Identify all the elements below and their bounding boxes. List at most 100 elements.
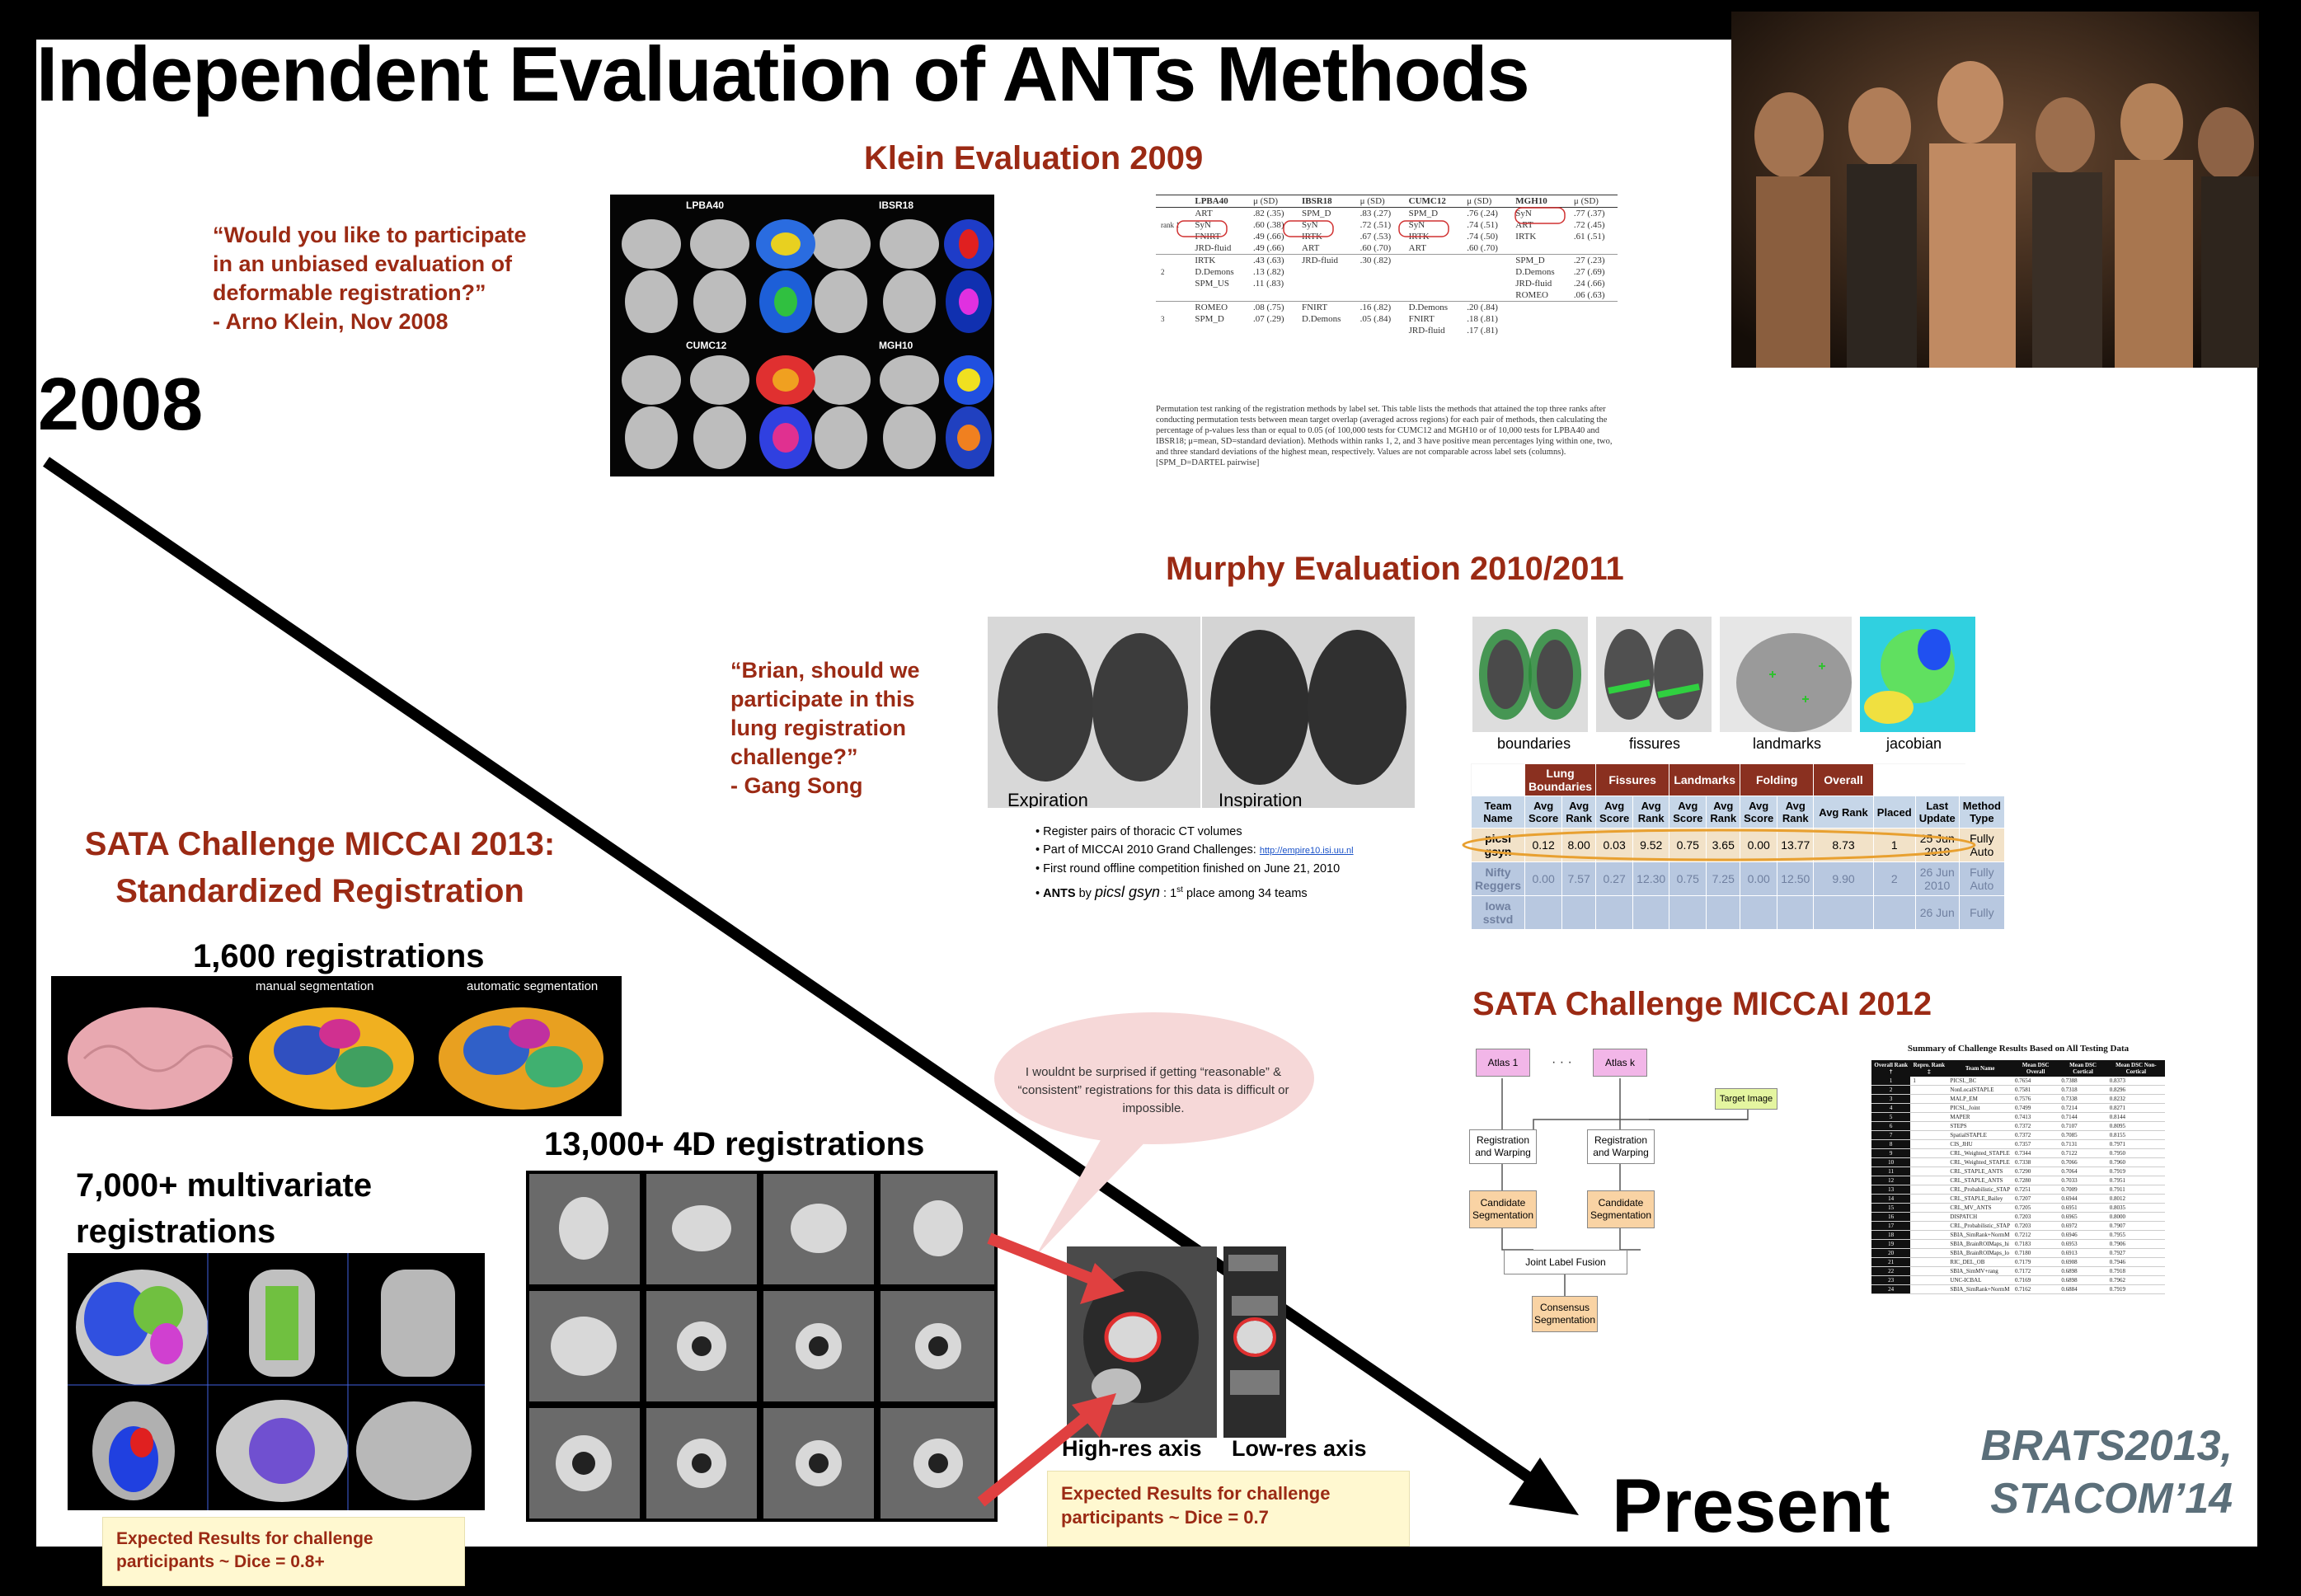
challenge-table-cell: 9 — [1871, 1148, 1911, 1158]
challenge-table-cell: PICSL_BC — [1947, 1077, 2012, 1086]
challenge-table-cell: 0.7290 — [2012, 1166, 2059, 1176]
jlf-flow-diagram: Atlas 1 · · · Atlas k Target Image Regis… — [1459, 1039, 1777, 1342]
challenge-table-cell: 0.7172 — [2012, 1266, 2059, 1276]
empire10-link[interactable]: http://empire10.isi.uu.nl — [1259, 846, 1354, 856]
klein-ranking-table: LPBA40 μ (SD) IBSR18 μ (SD) CUMC12 μ (SD… — [1156, 195, 1618, 336]
challenge-table-cell: CRL_Weighted_STAPLE — [1947, 1157, 2012, 1167]
lung-ct-images: Expiration Inspiration — [988, 617, 1415, 808]
target-image-box: Target Image — [1715, 1088, 1777, 1110]
challenge-table-cell: 0.7107 — [2059, 1121, 2107, 1131]
challenge-table-cell: 0.7214 — [2059, 1103, 2107, 1113]
klein-table-cell: .61 (.51) — [1573, 232, 1605, 242]
challenge-table-cell: 0.7085 — [2059, 1130, 2107, 1140]
klein-table-cell: ART — [1195, 209, 1213, 218]
challenge-table-cell: 0.6953 — [2059, 1239, 2107, 1249]
challenge-table-cell — [1910, 1203, 1948, 1213]
atlas-1-box: Atlas 1 — [1476, 1049, 1530, 1077]
challenge-table-cell: DISPATCH — [1947, 1212, 2012, 1222]
lung-maps-art — [1472, 617, 1975, 732]
klein-table-cell: FNIRT — [1302, 303, 1328, 312]
klein-col-lpba40-mu: μ (SD) — [1253, 196, 1279, 206]
murphy-table-cell — [1561, 895, 1597, 930]
klein-table-row: ROMEO.06 (.63) — [1156, 289, 1618, 302]
challenge-table-cell: MAPER — [1947, 1112, 2012, 1122]
group-photo — [1731, 12, 2259, 368]
klein-table-cell: .43 (.63) — [1253, 256, 1284, 265]
sata2012-heading: SATA Challenge MICCAI 2012 — [1472, 986, 1932, 1022]
challenge-table-cell — [1910, 1221, 1948, 1231]
klein-table-cell: .60 (.70) — [1359, 243, 1392, 253]
brain-label-cumc12: CUMC12 — [686, 340, 727, 351]
challenge-table-cell: 0.7344 — [2012, 1148, 2059, 1158]
murphy-table-cell: Fully — [1958, 895, 2005, 930]
challenge-table-cell: 0.7581 — [2012, 1085, 2059, 1095]
murphy-table-cell: 0.27 — [1595, 861, 1634, 896]
klein-table-cell: JRD-fluid — [1302, 256, 1338, 265]
murphy-table-cell: 26 Jun — [1914, 895, 1960, 930]
challenge-table-cell: 0.7179 — [2012, 1257, 2059, 1267]
klein-col-cumc12: CUMC12 — [1408, 196, 1446, 206]
murphy-table-cell: 0.03 — [1595, 828, 1634, 862]
murphy-table-cell — [1632, 895, 1670, 930]
murphy-bullet-2: • Part of MICCAI 2010 Grand Challenges: … — [1035, 843, 1354, 857]
murphy-table-cell: 0.00 — [1740, 828, 1778, 862]
klein-table-cell: ART — [1408, 243, 1426, 253]
klein-rank-cell: 2 — [1161, 268, 1165, 276]
syn-highlight-circles — [1176, 207, 1566, 237]
challenge-table-cell: 0.7169 — [2012, 1275, 2059, 1285]
murphy-col-header: Placed — [1872, 796, 1916, 829]
brain-label-lpba40: LPBA40 — [686, 200, 725, 211]
challenge-table-cell: 1 — [1910, 1077, 1948, 1086]
syn-circle-cumc12 — [1398, 220, 1449, 237]
murphy-table-cell — [1595, 895, 1634, 930]
challenge-table-cell — [1910, 1176, 1948, 1185]
challenge-table-cell: STEPS — [1947, 1121, 2012, 1131]
klein-table-caption: Permutation test ranking of the registra… — [1156, 405, 1613, 467]
challenge-table-cell: 0.7122 — [2059, 1148, 2107, 1158]
klein-table-cell: .17 (.81) — [1467, 326, 1498, 336]
challenge-table-cell: 0.7372 — [2012, 1130, 2059, 1140]
low-res-axis-art — [1223, 1246, 1286, 1438]
murphy-table-wrap: Lung Boundaries Fissures Landmarks Foldi… — [1462, 763, 2005, 930]
klein-table-cell: .83 (.27) — [1359, 209, 1392, 218]
challenge-table-cell: 0.7009 — [2059, 1185, 2107, 1195]
challenge-table-cell: 15 — [1871, 1203, 1911, 1213]
murphy-bullet-4: • ANTS by picsl gsyn : 1st place among 3… — [1035, 883, 1308, 900]
challenge-table-cell: 0.7911 — [2106, 1185, 2165, 1195]
challenge-results-title: Summary of Challenge Results Based on Al… — [1907, 1044, 2130, 1054]
challenge-table-cell — [1910, 1230, 1948, 1240]
murphy-table-cell: 0.00 — [1524, 861, 1563, 896]
klein-table-cell: .74 (.51) — [1467, 220, 1498, 230]
challenge-table-cell — [1910, 1130, 1948, 1140]
syn-circle-mgh10 — [1514, 207, 1566, 224]
klein-col-cumc12-mu: μ (SD) — [1467, 196, 1492, 206]
murphy-col-header: Avg Rank — [1561, 796, 1597, 829]
inspiration-label: Inspiration — [1219, 790, 1303, 808]
murphy-table-cell: Fully Auto — [1958, 828, 2005, 862]
challenge-table-cell: PICSL_Joint — [1947, 1103, 2012, 1113]
challenge-table-cell: 8 — [1871, 1139, 1911, 1149]
challenge-table-cell: 0.7338 — [2012, 1157, 2059, 1167]
challenge-table-cell: 0.7318 — [2059, 1085, 2107, 1095]
challenge-table-cell: SBIA_BrainROIMaps_lo — [1947, 1248, 2012, 1258]
challenge-table-cell: 11 — [1871, 1166, 1911, 1176]
map-label-landmarks: landmarks — [1753, 735, 1822, 752]
murphy-table-cell — [1706, 895, 1741, 930]
challenge-table-cell: SBIA_SimRank+NormM — [1947, 1284, 2012, 1294]
challenge-table-cell: 0.7280 — [2012, 1176, 2059, 1185]
cardiac-mri-grid — [526, 1171, 998, 1522]
klein-col-ibsr18: IBSR18 — [1302, 196, 1332, 206]
murphy-col-header: Avg Score — [1669, 796, 1707, 829]
klein-col-lpba40: LPBA40 — [1195, 196, 1228, 206]
